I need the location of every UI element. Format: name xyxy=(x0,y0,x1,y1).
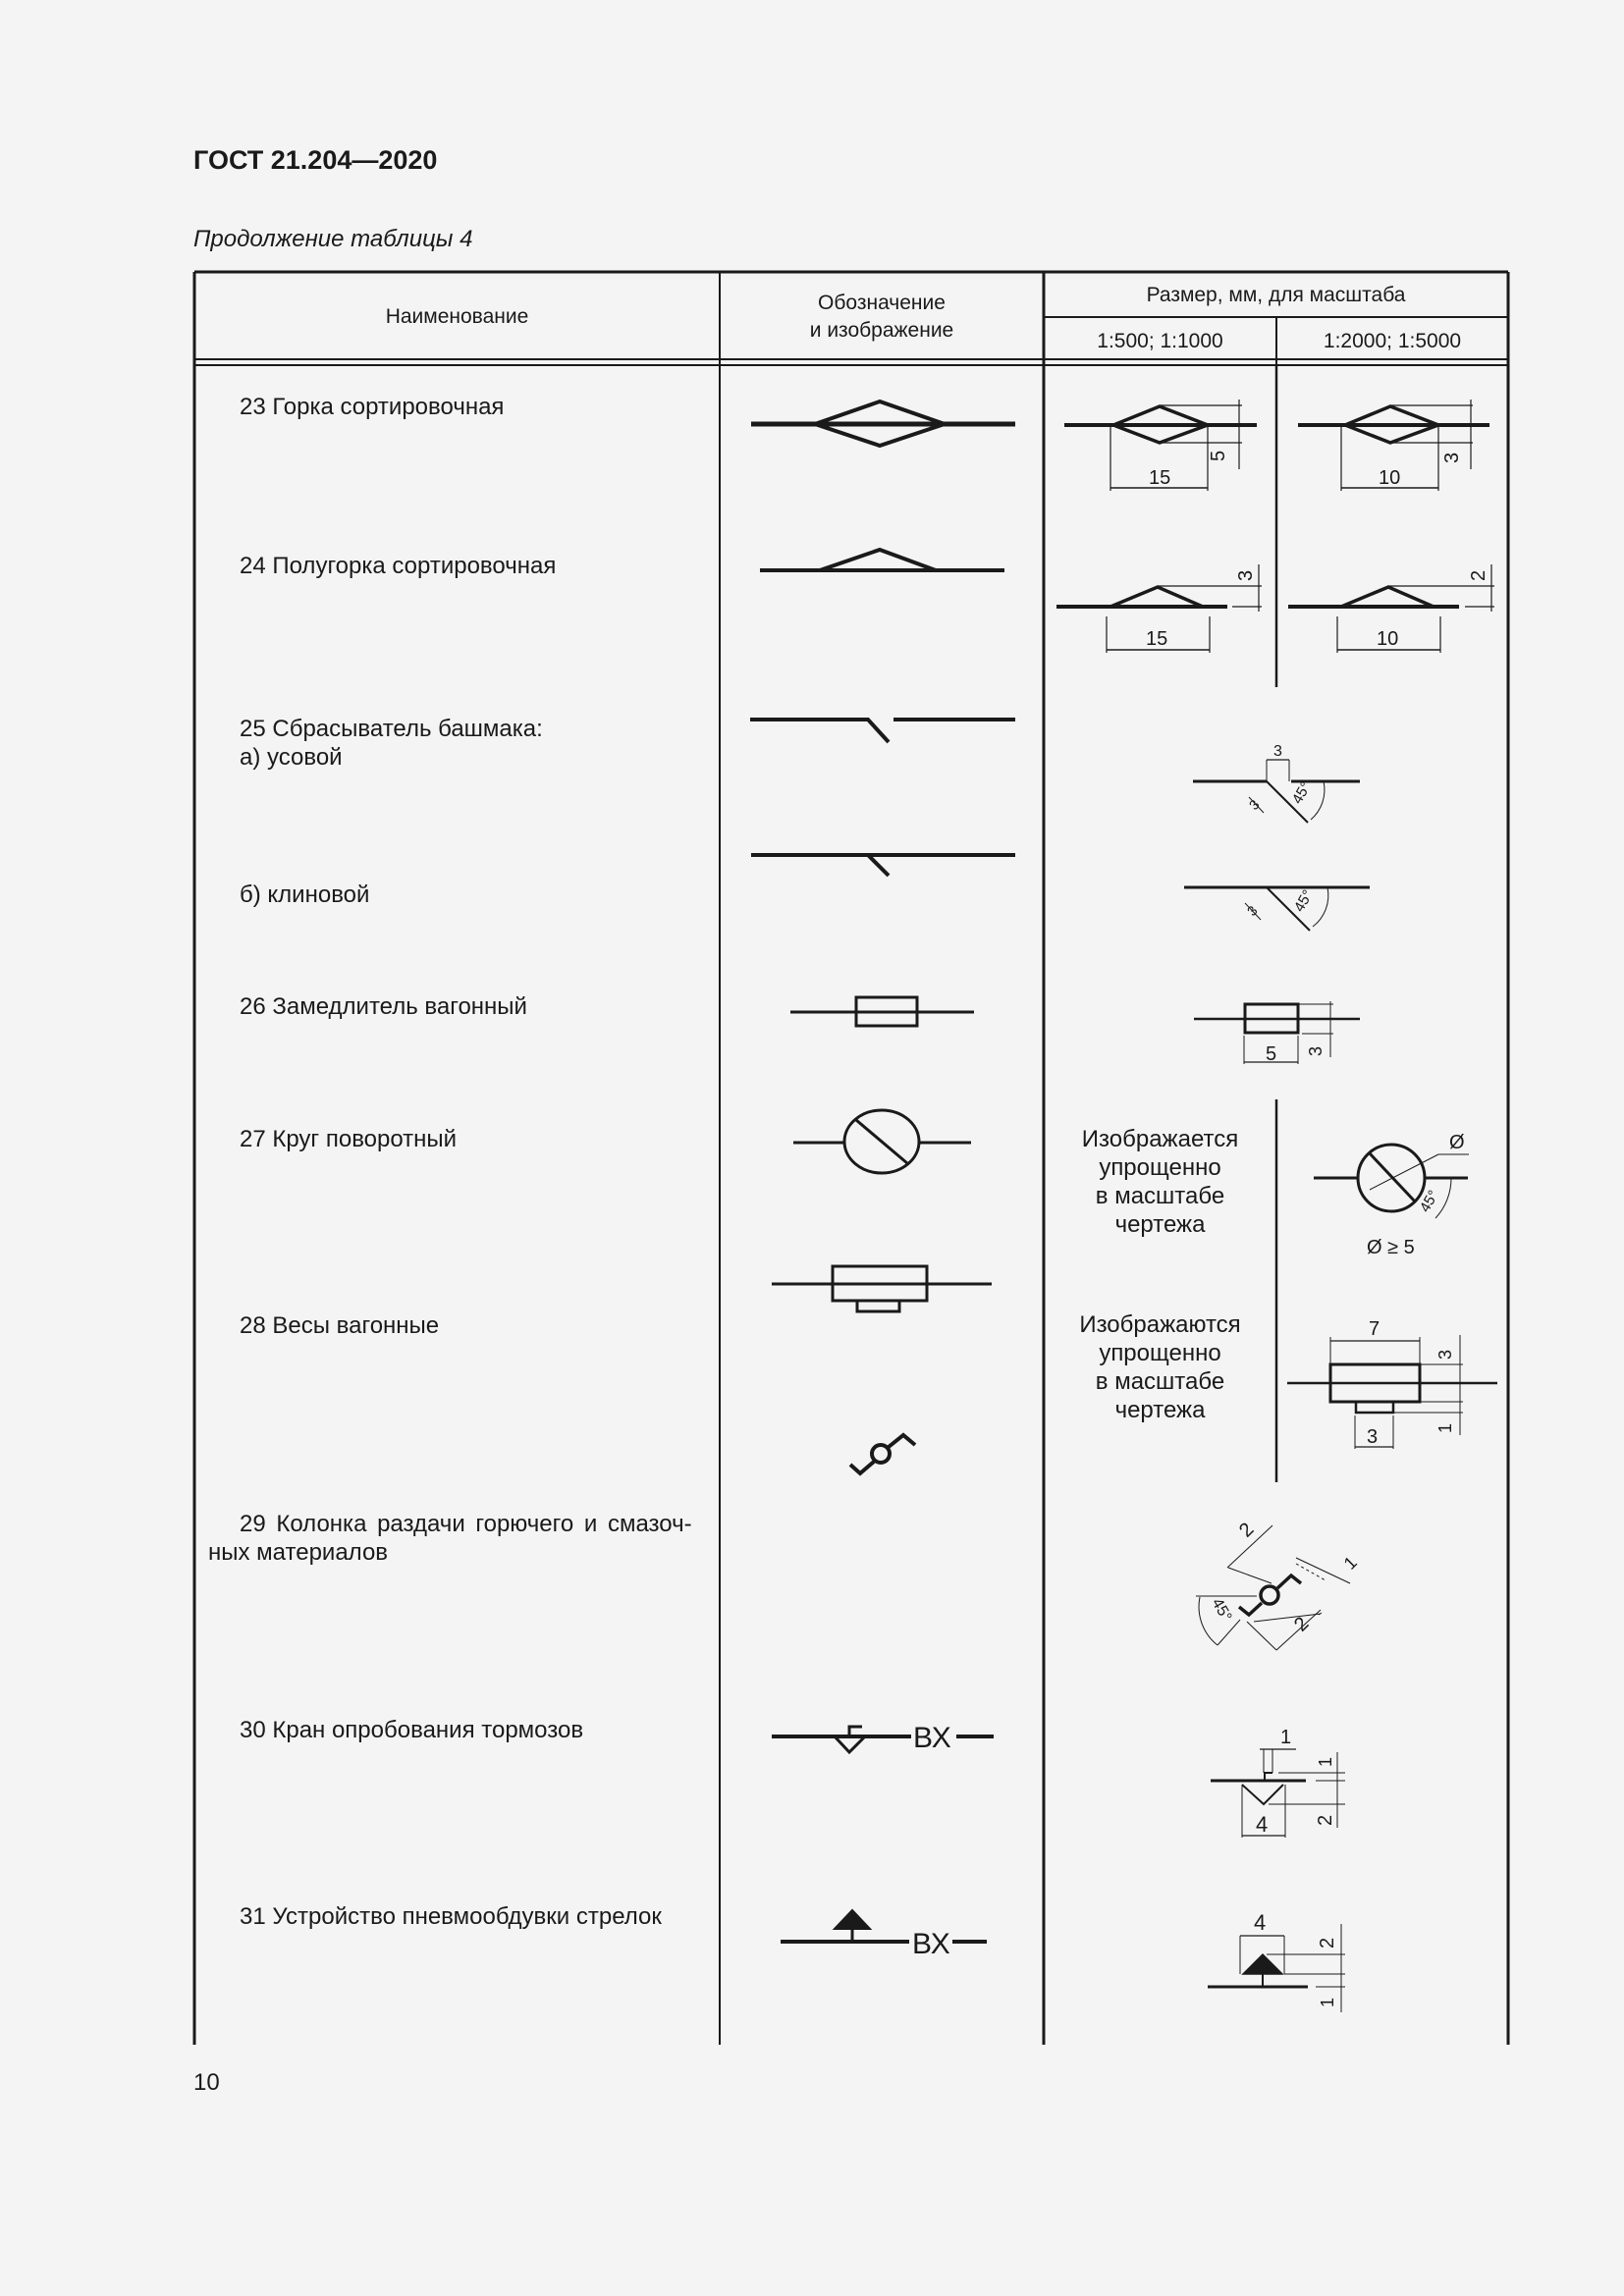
svg-text:1: 1 xyxy=(1340,1553,1361,1574)
col-header-symbol: Обозначение и изображение xyxy=(720,290,1044,345)
row-29-name: 29 Колонка раздачи горючего и смазоч- xyxy=(240,1511,692,1537)
col-header-scale-a: 1:500; 1:1000 xyxy=(1097,330,1223,352)
row-28-dim: 7 3 1 3 xyxy=(1287,1318,1497,1449)
half-hump-icon xyxy=(760,547,1004,572)
shoe-dropper-wedge-icon xyxy=(751,853,1015,878)
svg-text:ВХ: ВХ xyxy=(913,1722,951,1754)
svg-text:1: 1 xyxy=(1316,1757,1335,1767)
row-27-dim: Ø 45° Ø ≥ 5 xyxy=(1314,1132,1469,1258)
switch-blower-icon: ВХ xyxy=(781,1908,987,1960)
row-25a-name: а) усовой xyxy=(240,744,343,771)
table-caption: Продолжение таблицы 4 xyxy=(193,226,473,252)
svg-text:1: 1 xyxy=(1318,1998,1337,2007)
row-26-dim: 5 3 xyxy=(1194,1001,1360,1065)
car-retarder-icon xyxy=(790,995,974,1028)
turntable-icon xyxy=(793,1108,971,1175)
svg-text:1: 1 xyxy=(1435,1423,1455,1433)
shoe-dropper-whisker-icon xyxy=(750,718,1015,744)
svg-text:3: 3 xyxy=(1306,1046,1326,1056)
row-23-dim-scale-a: 15 5 xyxy=(1064,400,1257,491)
col-header-size-group: Размер, мм, для масштаба xyxy=(1146,284,1406,306)
svg-text:4: 4 xyxy=(1256,1812,1268,1837)
svg-text:1: 1 xyxy=(1280,1727,1291,1748)
row-27-name: 27 Круг поворотный xyxy=(240,1126,458,1152)
svg-text:ВХ: ВХ xyxy=(912,1928,950,1960)
row-23-name: 23 Горка сортировочная xyxy=(240,394,505,420)
svg-text:7: 7 xyxy=(1369,1318,1380,1340)
row-26-name: 26 Замедлитель вагонный xyxy=(240,993,527,1020)
page-number: 10 xyxy=(193,2069,220,2096)
svg-text:10: 10 xyxy=(1377,628,1398,650)
svg-text:4: 4 xyxy=(1254,1910,1266,1935)
car-scales-icon xyxy=(772,1264,992,1313)
row-29-dim: 2 2 1 45° xyxy=(1196,1519,1361,1651)
svg-text:45°: 45° xyxy=(1209,1596,1235,1625)
document-header: ГОСТ 21.204—2020 xyxy=(193,145,438,175)
svg-text:45°: 45° xyxy=(1289,779,1315,807)
row-27-scale-note: Изображается упрощенно в масштабе чертеж… xyxy=(1081,1126,1239,1238)
row-29-name-cont: ных материалов xyxy=(208,1539,389,1566)
row-25b-dim: 3 45° xyxy=(1184,885,1370,932)
row-25-name: 25 Сбрасыватель башмака: xyxy=(240,716,543,742)
col-header-symbol-line1: Обозначение xyxy=(818,292,946,314)
col-header-scale-b: 1:2000; 1:5000 xyxy=(1323,330,1462,352)
svg-text:2: 2 xyxy=(1317,1938,1338,1949)
svg-text:15: 15 xyxy=(1149,467,1170,489)
row-31-name: 31 Устройство пневмообдувки стрелок xyxy=(240,1903,662,1930)
row-25a-dim: 3 3 45° xyxy=(1193,743,1360,824)
sorting-hump-icon xyxy=(751,399,1015,449)
svg-text:5: 5 xyxy=(1266,1043,1276,1065)
svg-text:Ø ≥ 5: Ø ≥ 5 xyxy=(1367,1237,1415,1258)
row-24-name: 24 Полугорка сортировочная xyxy=(240,553,557,579)
svg-text:2: 2 xyxy=(1235,1519,1258,1541)
table-grid xyxy=(192,270,1510,2045)
row-30-name: 30 Кран опробования тормозов xyxy=(240,1717,584,1743)
row-24-dim-scale-b: 10 2 xyxy=(1288,564,1494,653)
row-24-dim-scale-a: 15 3 xyxy=(1056,564,1262,653)
svg-text:3: 3 xyxy=(1235,570,1257,581)
svg-text:2: 2 xyxy=(1315,1815,1336,1826)
row-31-dim: 4 2 1 xyxy=(1208,1910,1345,2012)
fuel-dispenser-icon xyxy=(848,1432,917,1476)
svg-text:45°: 45° xyxy=(1291,887,1317,915)
row-30-dim: 1 1 2 4 xyxy=(1211,1727,1345,1838)
svg-text:5: 5 xyxy=(1208,451,1229,461)
col-header-symbol-line2: и изображение xyxy=(809,319,954,342)
row-28-name: 28 Весы вагонные xyxy=(240,1312,440,1339)
col-header-name: Наименование xyxy=(385,305,529,328)
svg-text:3: 3 xyxy=(1441,453,1463,463)
svg-text:3: 3 xyxy=(1435,1350,1455,1360)
svg-text:3: 3 xyxy=(1246,796,1263,813)
row-28-scale-note: Изображаются упрощенно в масштабе чертеж… xyxy=(1079,1311,1241,1423)
svg-text:3: 3 xyxy=(1367,1426,1378,1448)
svg-text:Ø: Ø xyxy=(1449,1132,1465,1153)
svg-text:10: 10 xyxy=(1379,467,1400,489)
row-23-dim-scale-b: 10 3 xyxy=(1298,400,1489,491)
svg-text:15: 15 xyxy=(1146,628,1167,650)
row-25b-name: б) клиновой xyxy=(240,881,370,908)
svg-text:2: 2 xyxy=(1468,570,1489,581)
svg-text:3: 3 xyxy=(1273,743,1282,760)
brake-test-valve-icon: ВХ xyxy=(772,1722,994,1755)
